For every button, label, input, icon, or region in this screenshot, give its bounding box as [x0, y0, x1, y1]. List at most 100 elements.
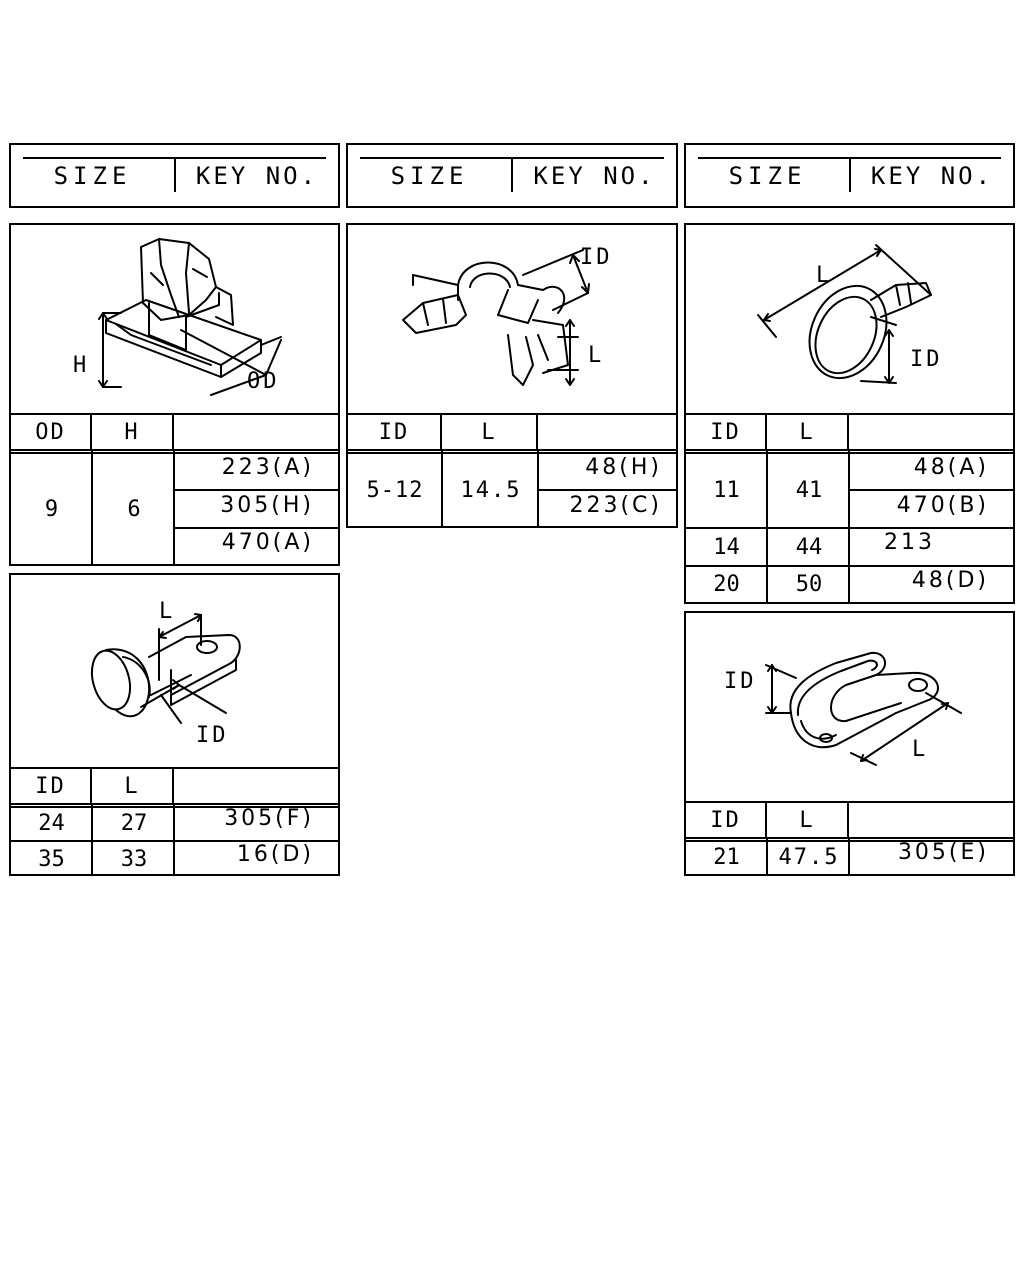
col-divider	[766, 451, 768, 602]
col-divider	[173, 451, 175, 564]
dim-label-h: H	[73, 353, 90, 378]
key-no: 48(D)	[911, 568, 989, 593]
header-key-label: KEY NO.	[195, 162, 319, 190]
col-od: OD	[11, 415, 92, 449]
eye-clip-drawing	[90, 613, 241, 724]
key-no: 48(H)	[585, 455, 662, 480]
header-divider	[849, 157, 851, 192]
dim-l-line	[158, 614, 202, 638]
header-box-2: SIZE KEY NO.	[346, 143, 678, 208]
key-no: 305(F)	[224, 806, 314, 831]
value-id: 14	[713, 535, 740, 560]
col-id: ID	[11, 769, 92, 803]
value-id: 20	[713, 572, 740, 597]
value-id: 24	[38, 811, 65, 836]
panel-loop-clip: ID L ID L 21 47.5 305(E)	[684, 611, 1015, 876]
dim-label-id: ID	[724, 669, 757, 694]
header-size-label: SIZE	[53, 162, 132, 190]
panel-push-clip: H OD OD H 9 6 223(A) 305(H) 470(A)	[9, 223, 340, 566]
col-divider	[848, 839, 850, 874]
col-key	[849, 803, 1013, 837]
value-l: 41	[795, 478, 823, 503]
header-box-3: SIZE KEY NO.	[684, 143, 1015, 208]
col-key	[174, 415, 338, 449]
panel-eye-clip: L ID ID L 24 27 305(F) 35 33 16(D)	[9, 573, 340, 876]
dim-id-line	[178, 684, 227, 714]
row-rule	[538, 489, 676, 491]
dim-od-line	[180, 329, 267, 376]
key-no: 16(D)	[236, 842, 314, 867]
key-no: 48(A)	[913, 455, 989, 480]
band-drawing	[757, 244, 932, 384]
col-h: H	[92, 415, 174, 449]
col-l: L	[767, 803, 849, 837]
key-no: 223(A)	[221, 455, 314, 480]
loop-clip-drawing	[765, 651, 962, 766]
column-headers: ID L	[686, 413, 1013, 454]
value-id: 21	[713, 845, 740, 870]
dim-label-id: ID	[196, 723, 229, 748]
column-headers: ID L	[11, 767, 338, 808]
panel-band: L ID ID L 11 41 48(A) 470(B) 14 44 213 2…	[684, 223, 1015, 604]
col-divider	[441, 451, 443, 526]
col-id: ID	[686, 803, 767, 837]
dim-l-line	[860, 702, 949, 762]
col-divider	[848, 451, 850, 602]
dim-label-l: L	[816, 263, 833, 288]
column-headers: OD H	[11, 413, 338, 454]
ring-clip-drawing	[402, 249, 590, 386]
col-divider	[173, 805, 175, 874]
header-divider	[174, 157, 176, 192]
value-id: 5-12	[366, 478, 424, 503]
key-no: 223(C)	[569, 493, 662, 518]
value-l: 27	[120, 811, 148, 836]
col-id: ID	[348, 415, 442, 449]
header-size-label: SIZE	[390, 162, 469, 190]
row-rule	[174, 527, 338, 529]
dim-label-l: L	[159, 599, 176, 624]
header-size-label: SIZE	[728, 162, 807, 190]
key-no: 305(H)	[220, 493, 314, 518]
key-no: 470(B)	[896, 493, 989, 518]
key-no: 213	[884, 530, 935, 555]
col-key	[849, 415, 1013, 449]
col-key	[538, 415, 676, 449]
value-od: 9	[44, 497, 59, 522]
header-divider	[511, 157, 513, 192]
col-divider	[91, 805, 93, 874]
col-l: L	[767, 415, 849, 449]
col-divider	[537, 451, 539, 526]
key-no: 470(A)	[221, 530, 314, 555]
header-key-label: KEY NO.	[870, 162, 994, 190]
value-l: 33	[120, 847, 148, 872]
row-rule	[11, 840, 338, 842]
key-no: 305(E)	[897, 840, 989, 865]
push-clip-drawing	[98, 238, 282, 396]
col-id: ID	[686, 415, 767, 449]
dim-label-l: L	[588, 343, 605, 368]
panel-ring-clip: ID L ID L 5-12 14.5 48(H) 223(C)	[346, 223, 678, 528]
dim-label-id: ID	[580, 245, 613, 270]
row-rule	[849, 489, 1013, 491]
col-l: L	[442, 415, 538, 449]
value-h: 6	[127, 497, 141, 522]
col-divider	[91, 451, 93, 564]
dim-l-line	[763, 249, 882, 321]
value-l: 50	[795, 572, 823, 597]
value-id: 11	[713, 478, 740, 503]
value-l: 14.5	[460, 478, 522, 503]
row-rule	[686, 527, 1013, 529]
row-rule	[686, 565, 1013, 567]
header-box-1: SIZE KEY NO.	[9, 143, 340, 208]
value-l: 47.5	[778, 845, 840, 870]
col-divider	[766, 839, 768, 874]
value-l: 44	[795, 535, 823, 560]
dim-label-id: ID	[910, 347, 943, 372]
row-rule	[174, 489, 338, 491]
dim-label-l: L	[912, 737, 929, 762]
header-key-label: KEY NO.	[533, 162, 656, 190]
value-id: 35	[38, 847, 65, 872]
col-l: L	[92, 769, 174, 803]
dim-label-od: OD	[247, 369, 280, 394]
col-key	[174, 769, 338, 803]
